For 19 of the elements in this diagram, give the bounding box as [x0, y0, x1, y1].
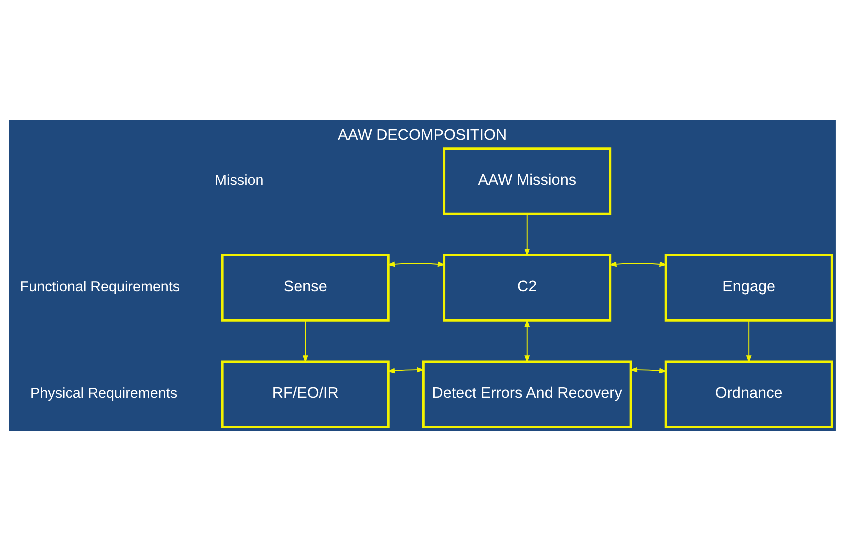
node-box: Ordnance: [664, 360, 834, 428]
arrow: [387, 262, 446, 268]
arrow: [630, 367, 668, 374]
arrow: [387, 367, 425, 374]
node-box: RF/EO/IR: [221, 360, 390, 428]
node-box: Engage: [664, 254, 834, 322]
arrow: [524, 319, 530, 364]
node-box: AAW Missions: [443, 148, 612, 216]
label: Physical Requirements: [30, 386, 178, 402]
label: Functional Requirements: [20, 279, 180, 296]
arrow: [302, 320, 308, 364]
arrow: [746, 320, 752, 364]
node-box: Sense: [221, 254, 390, 322]
arrow: [524, 214, 530, 257]
node-box: C2: [443, 254, 612, 322]
arrow: [609, 262, 668, 268]
node-box: Detect Errors And Recovery: [422, 360, 632, 428]
diagram-title: AAW DECOMPOSITION: [338, 126, 508, 144]
label: Mission: [215, 172, 264, 189]
